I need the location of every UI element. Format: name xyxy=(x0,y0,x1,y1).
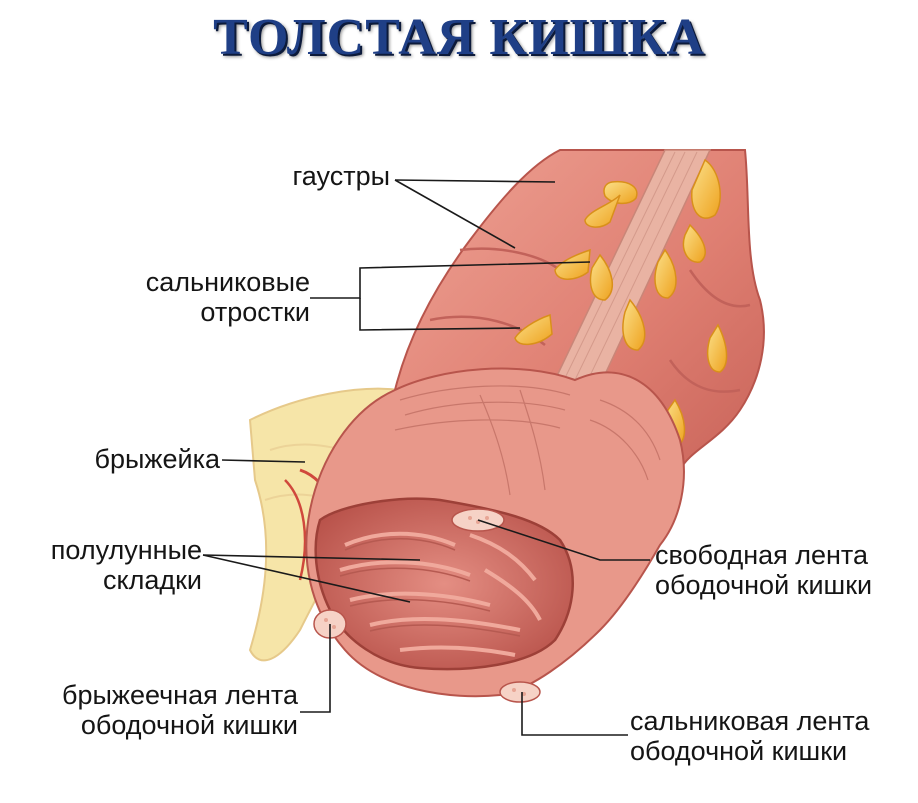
label-mesentery: брыжейка xyxy=(94,444,220,474)
page-title: ТОЛСТАЯ КИШКА xyxy=(213,9,705,66)
label-omental-appendices: сальниковые отростки xyxy=(145,267,310,327)
label-omental-taenia: сальниковая лента ободочной кишки xyxy=(630,706,870,766)
label-semilunar-folds: полулунные складки xyxy=(50,535,202,595)
label-haustra: гаустры xyxy=(292,161,390,191)
leader-lines xyxy=(202,179,650,736)
label-mesocolic-taenia: брыжеечная лента ободочной кишки xyxy=(62,680,298,740)
semilunar-folds xyxy=(339,531,542,657)
label-free-taenia: свободная лента ободочной кишки xyxy=(655,540,873,600)
